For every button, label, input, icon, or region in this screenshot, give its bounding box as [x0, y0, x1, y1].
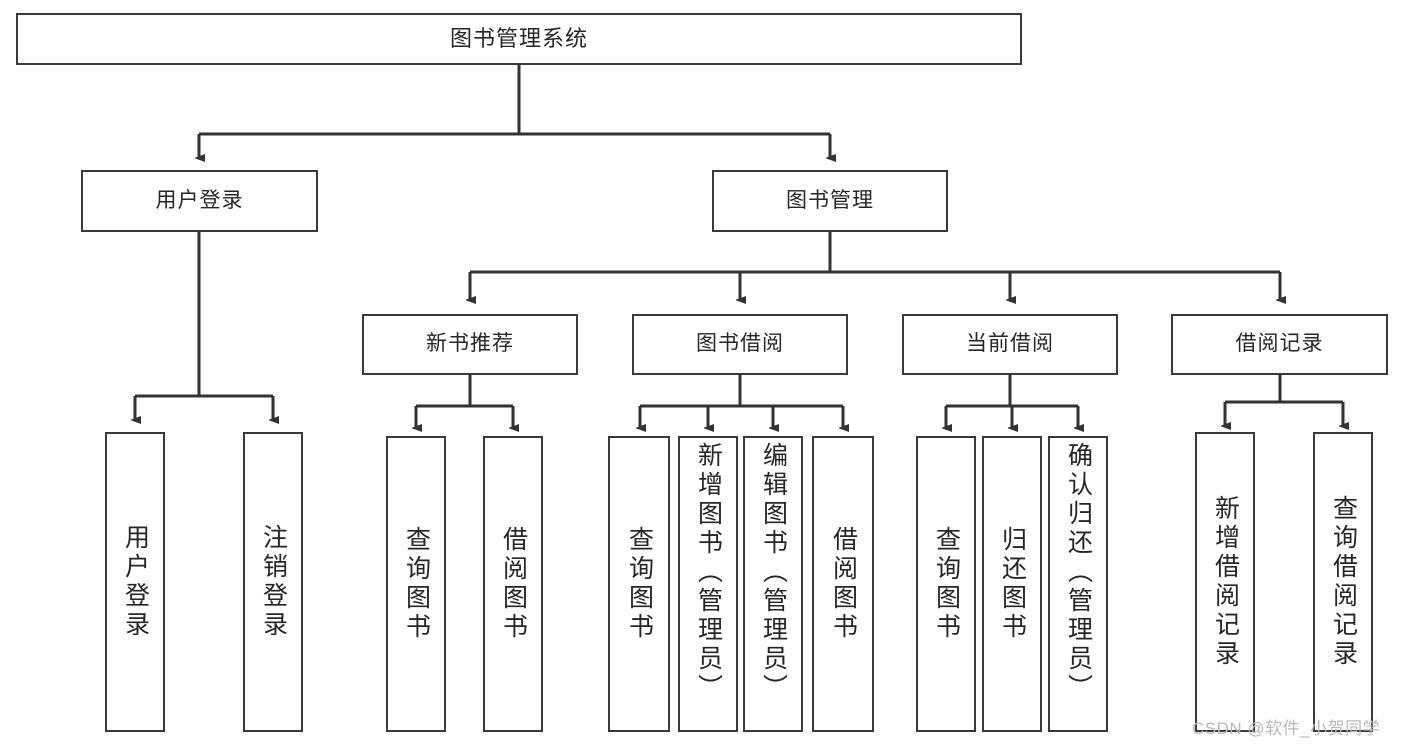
- csdn-watermark: CSDN @软件_小贺同学: [1192, 719, 1381, 738]
- leaf-add-book-admin[interactable]: 新增图书（管理员）: [678, 436, 738, 732]
- node-book-management[interactable]: 图书管理: [712, 170, 948, 232]
- leaf-query-book-borrow[interactable]: 查询图书: [608, 436, 670, 732]
- leaf-confirm-return-admin[interactable]: 确认归还（管理员）: [1048, 436, 1108, 732]
- node-borrow-record-label: 借阅记录: [1235, 332, 1324, 356]
- leaf-query-book-current-label: 查询图书: [932, 526, 961, 642]
- leaf-borrow-book-recommend[interactable]: 借阅图书: [483, 436, 543, 732]
- leaf-confirm-return-admin-label: 确认归还（管理员）: [1064, 442, 1093, 703]
- leaf-user-login[interactable]: 用户登录: [105, 432, 165, 732]
- leaf-borrow-book-borrow[interactable]: 借阅图书: [812, 436, 874, 732]
- leaf-query-book-recommend-label: 查询图书: [402, 526, 431, 642]
- leaf-query-book-borrow-label: 查询图书: [625, 526, 654, 642]
- node-user-login-label: 用户登录: [155, 188, 244, 212]
- leaf-borrow-book-recommend-label: 借阅图书: [499, 526, 528, 642]
- node-book-management-label: 图书管理: [786, 188, 874, 212]
- leaf-query-borrow-record-label: 查询借阅记录: [1329, 495, 1358, 669]
- node-root[interactable]: 图书管理系统: [16, 13, 1022, 65]
- node-book-borrow[interactable]: 图书借阅: [632, 314, 848, 375]
- leaf-logout[interactable]: 注销登录: [243, 432, 303, 732]
- node-new-book-recommend-label: 新书推荐: [426, 332, 514, 356]
- leaf-logout-label: 注销登录: [259, 524, 288, 640]
- leaf-add-borrow-record[interactable]: 新增借阅记录: [1195, 432, 1255, 732]
- leaf-edit-book-admin[interactable]: 编辑图书（管理员）: [743, 436, 803, 732]
- leaf-query-borrow-record[interactable]: 查询借阅记录: [1313, 432, 1373, 732]
- node-user-login[interactable]: 用户登录: [81, 170, 318, 232]
- leaf-query-book-recommend[interactable]: 查询图书: [386, 436, 446, 732]
- leaf-user-login-label: 用户登录: [121, 524, 150, 640]
- node-borrow-record[interactable]: 借阅记录: [1171, 314, 1388, 375]
- leaf-query-book-current[interactable]: 查询图书: [916, 436, 976, 732]
- leaf-return-book[interactable]: 归还图书: [982, 436, 1042, 732]
- node-current-borrow[interactable]: 当前借阅: [902, 314, 1118, 375]
- leaf-return-book-label: 归还图书: [998, 526, 1027, 642]
- node-current-borrow-label: 当前借阅: [966, 332, 1054, 356]
- leaf-borrow-book-borrow-label: 借阅图书: [829, 526, 858, 642]
- leaf-add-book-admin-label: 新增图书（管理员）: [694, 442, 723, 703]
- leaf-add-borrow-record-label: 新增借阅记录: [1211, 495, 1240, 669]
- leaf-edit-book-admin-label: 编辑图书（管理员）: [759, 442, 788, 703]
- node-new-book-recommend[interactable]: 新书推荐: [362, 314, 578, 375]
- node-root-label: 图书管理系统: [449, 26, 588, 52]
- node-book-borrow-label: 图书借阅: [696, 332, 784, 356]
